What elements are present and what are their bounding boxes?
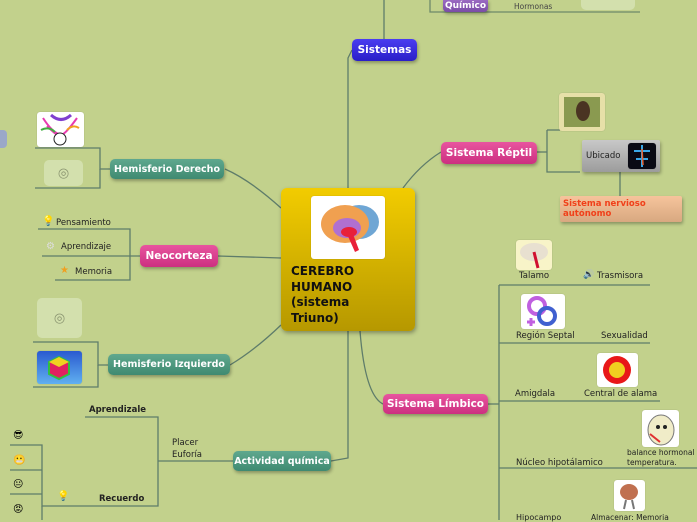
branch-hemisferio-izquierdo[interactable]: Hemisferio Izquierdo — [108, 354, 230, 375]
branch-sistemas-label: Sistemas — [357, 44, 412, 56]
note-central-de-alama: Central de alama — [584, 389, 658, 399]
skeleton-nervous-image — [628, 143, 656, 169]
image-placeholder[interactable] — [581, 0, 635, 10]
leaf-region-septal[interactable]: Región Septal — [516, 331, 575, 341]
node-quimico[interactable]: Químico — [443, 0, 488, 12]
grin-smiley-icon: 😬 — [13, 455, 26, 466]
branch-sistema-reptil[interactable]: Sistema Réptil — [441, 142, 537, 164]
central-topic[interactable]: CEREBRO HUMANO (sistema Triuno) — [281, 188, 415, 331]
offscreen-node[interactable] — [0, 130, 7, 148]
branch-sistema-limbico[interactable]: Sistema Límbico — [383, 394, 488, 414]
branch-actividad-quimica[interactable]: Actividad química — [233, 451, 331, 471]
branch-sistema-reptil-label: Sistema Réptil — [445, 147, 533, 159]
branch-sistema-limbico-label: Sistema Límbico — [386, 398, 485, 410]
brain-diagram-image — [311, 196, 385, 259]
leaf-hipocampo[interactable]: Hipocampo — [516, 513, 562, 522]
sick-egg-image — [642, 410, 679, 447]
note-hormonas: Hormonas — [514, 2, 553, 11]
branch-neocorteza[interactable]: Neocorteza — [140, 245, 218, 267]
leaf-aprendizaje[interactable]: Aprendizaje — [61, 242, 112, 252]
note-balance-hormonal: balance hormonal temperatura. — [627, 448, 695, 467]
camera-placeholder-icon[interactable]: ◎ — [37, 298, 82, 338]
leaf-memoria[interactable]: Memoria — [75, 267, 113, 277]
gear-icon: ⚙ — [46, 241, 55, 252]
neutral-smiley-icon: 😐 — [13, 479, 24, 490]
leaf-aprendizale[interactable]: Aprendizale — [89, 405, 147, 415]
branch-hemisferio-derecho-label: Hemisferio Derecho — [114, 163, 220, 175]
leaf-pensamiento[interactable]: Pensamiento — [56, 218, 111, 228]
branch-sistemas[interactable]: Sistemas — [352, 39, 417, 61]
cube-image — [37, 351, 82, 384]
leaf-nucleo-hipotalamico[interactable]: Núcleo hipotálamico — [516, 458, 603, 468]
note-sexualidad: Sexualidad — [601, 331, 648, 341]
central-topic-title: CEREBRO HUMANO (sistema Triuno) — [291, 264, 355, 325]
fire-drill-image — [597, 353, 638, 387]
node-sistema-nervioso-autonomo[interactable]: Sistema nervioso autónomo — [560, 196, 682, 222]
star-icon: ★ — [60, 265, 69, 276]
talamo-brain-image — [516, 240, 552, 270]
branch-actividad-quimica-label: Actividad química — [234, 455, 330, 467]
leaf-recuerdo[interactable]: Recuerdo — [99, 494, 145, 504]
branch-hemisferio-derecho[interactable]: Hemisferio Derecho — [110, 159, 224, 179]
node-ubicado[interactable]: Ubicado — [582, 140, 660, 172]
note-almacenar-memoria: Almacenar: Memoria — [591, 513, 669, 522]
speaker-icon: 🔊 — [583, 270, 595, 280]
angry-smiley-icon: 😡 — [13, 504, 24, 515]
branch-hemisferio-izquierdo-label: Hemisferio Izquierdo — [113, 359, 225, 370]
lightbulb-icon: 💡 — [42, 216, 55, 227]
branch-neocorteza-label: Neocorteza — [145, 250, 213, 262]
link-label-placer-euforia: Placer Euforía — [172, 438, 203, 460]
note-trasmisora: Trasmisora — [597, 271, 644, 281]
node-sistema-nervioso-autonomo-label: Sistema nervioso autónomo — [563, 199, 646, 219]
lightbulb-icon: 💡 — [57, 491, 70, 502]
creative-head-image — [37, 112, 84, 147]
caveman-image — [559, 93, 605, 131]
leaf-amigdala[interactable]: Amigdala — [515, 389, 556, 399]
walnut-character-image — [614, 480, 645, 511]
leaf-talamo[interactable]: Talamo — [519, 271, 550, 281]
camera-placeholder-icon[interactable]: ◎ — [44, 160, 83, 186]
node-ubicado-label: Ubicado — [586, 151, 621, 161]
cool-smiley-icon: 😎 — [13, 430, 24, 441]
gender-symbols-image — [521, 294, 565, 329]
node-quimico-label: Químico — [444, 1, 487, 11]
